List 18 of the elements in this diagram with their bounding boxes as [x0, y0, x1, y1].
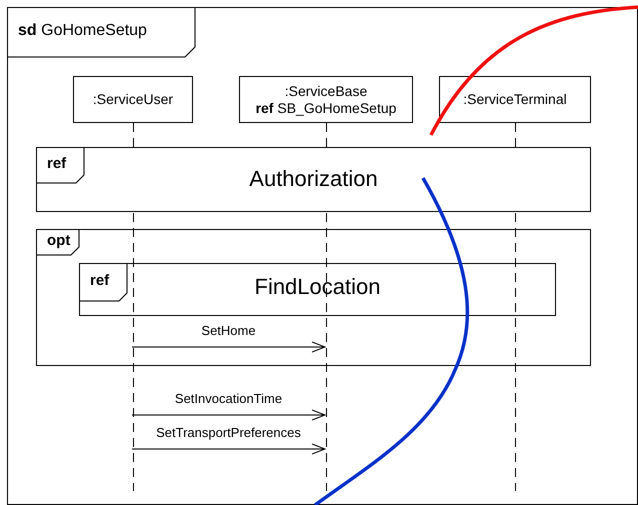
- fragment-frame: [36, 147, 591, 212]
- message-label: SetInvocationTime: [174, 391, 282, 406]
- message-label: SetHome: [201, 323, 256, 338]
- message-arrow: [132, 444, 326, 454]
- frame-title: sd GoHomeSetup: [8, 8, 196, 58]
- fragment-frame: [36, 229, 591, 366]
- fragment-name: FindLocation: [254, 274, 380, 300]
- lifeline-head: :ServiceTerminal: [439, 76, 591, 123]
- message-arrow: [132, 342, 326, 352]
- message-label: SetTransportPreferences: [156, 425, 301, 440]
- lifeline-head: :ServiceUser: [73, 76, 193, 123]
- message-arrow: [132, 410, 326, 420]
- operator-tag: ref: [37, 148, 85, 184]
- lifeline-head: :ServiceBase ref SB_GoHomeSetup: [239, 76, 413, 123]
- diagram-frame: [7, 7, 638, 505]
- operator-tag: ref: [80, 264, 128, 302]
- fragment-name: Authorization: [249, 166, 378, 192]
- fragment-frame: [79, 263, 556, 316]
